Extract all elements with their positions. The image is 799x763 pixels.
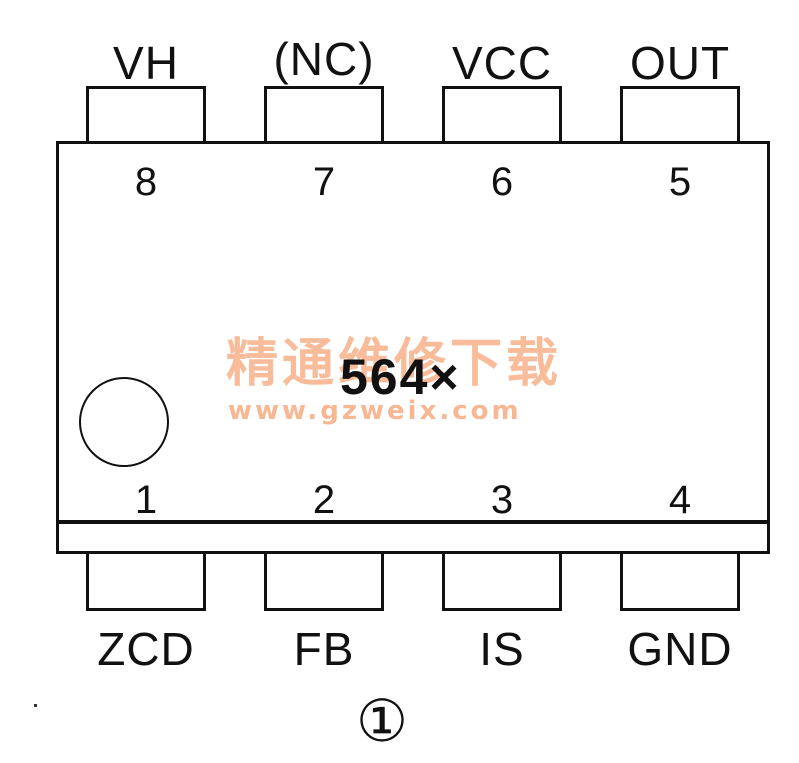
pin-8-label: VH bbox=[113, 37, 179, 89]
pin-3-number: 3 bbox=[490, 478, 514, 522]
stray-dot bbox=[34, 704, 37, 707]
pin-6-leg bbox=[442, 86, 562, 144]
pin-7-label: (NC) bbox=[273, 33, 375, 85]
pin-1-leg bbox=[86, 551, 206, 611]
watermark-text: 精通维修下载 bbox=[226, 334, 563, 394]
pin-2-label: FB bbox=[293, 623, 355, 675]
pin-3-leg bbox=[442, 551, 562, 611]
pin-1-number: 1 bbox=[134, 478, 158, 522]
pin-8-leg bbox=[86, 86, 206, 144]
pin-1-label: ZCD bbox=[97, 623, 195, 675]
pin-4-leg bbox=[620, 551, 740, 611]
pin-5-label: OUT bbox=[629, 37, 731, 89]
pin-5-leg bbox=[620, 86, 740, 144]
pin-3-label: IS bbox=[479, 623, 525, 675]
pin-2-number: 2 bbox=[312, 478, 336, 522]
pin-4-label: GND bbox=[627, 623, 733, 675]
pin-7-number: 7 bbox=[312, 160, 336, 204]
pin1-indicator-circle bbox=[79, 377, 169, 467]
chip-part-marking: 564× bbox=[340, 349, 461, 405]
chip-edge-line bbox=[56, 520, 770, 524]
pin-5-number: 5 bbox=[668, 160, 692, 204]
figure-number-text: ① bbox=[356, 687, 408, 755]
pin-8-number: 8 bbox=[134, 160, 158, 204]
pin-6-label: VCC bbox=[451, 37, 553, 89]
pin-2-leg bbox=[264, 551, 384, 611]
figure-number: ① bbox=[352, 692, 412, 754]
watermark-url: www.gzweix.com bbox=[228, 396, 522, 426]
pin-6-number: 6 bbox=[490, 160, 514, 204]
pin-4-number: 4 bbox=[668, 478, 692, 522]
chip-body bbox=[56, 141, 770, 554]
pin-7-leg bbox=[264, 86, 384, 144]
